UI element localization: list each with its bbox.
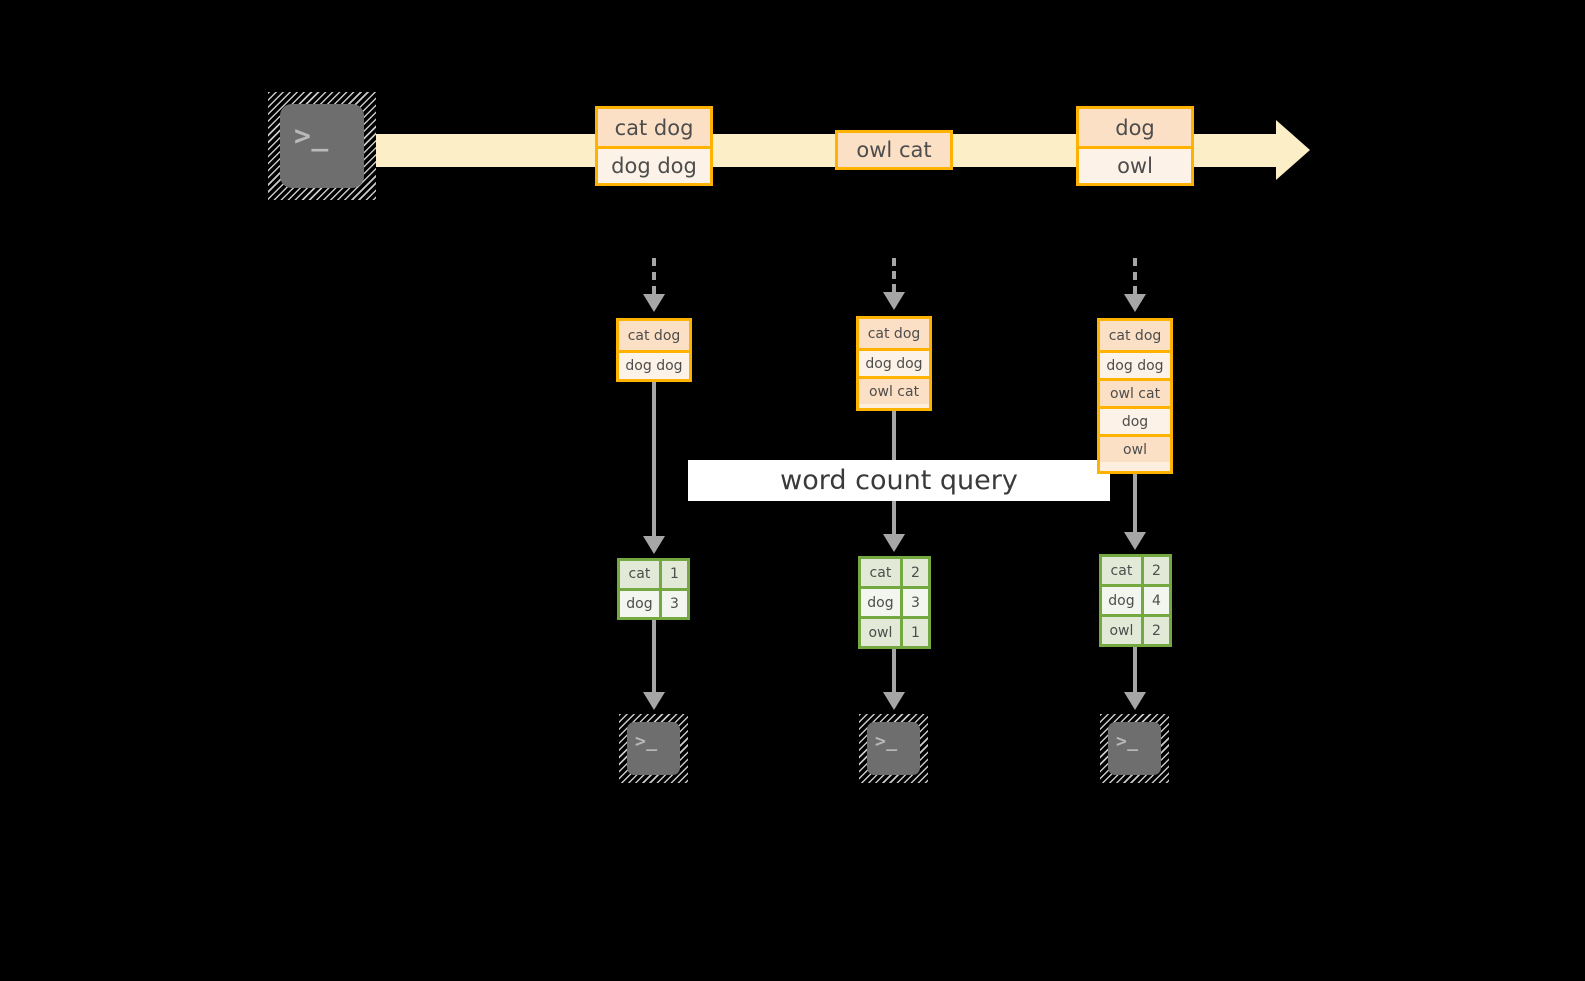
- accumulated-line: dog: [1100, 406, 1170, 434]
- snapshot-3-query-arrowhead: [1124, 532, 1146, 550]
- snapshot-3-query-connector: [1133, 474, 1137, 532]
- result-count: 4: [1140, 587, 1169, 614]
- stream-record-1[interactable]: cat dog dog dog: [595, 106, 713, 186]
- accumulated-line: owl: [1100, 434, 1170, 462]
- accumulated-line: dog dog: [619, 350, 689, 379]
- snapshot-1-result-table[interactable]: cat 1 dog 3: [617, 558, 690, 620]
- snapshot-1-dashed-connector: [652, 258, 656, 294]
- accumulated-line: cat dog: [619, 321, 689, 350]
- result-word: cat: [861, 559, 900, 586]
- snapshot-1-sink-terminal-icon[interactable]: >_: [619, 714, 688, 783]
- snapshot-2-dashed-arrowhead: [883, 292, 905, 310]
- stream-record-line: owl cat: [838, 133, 950, 167]
- snapshot-1-query-connector: [652, 382, 656, 536]
- terminal-prompt-icon: >_: [635, 731, 658, 752]
- snapshot-2-sink-connector: [892, 649, 896, 692]
- snapshot-2-result-table[interactable]: cat 2 dog 3 owl 1: [858, 556, 931, 649]
- query-label-text: word count query: [780, 465, 1018, 496]
- result-count: 1: [658, 561, 687, 588]
- stream-arrow-head: [1276, 120, 1310, 180]
- result-row: owl 1: [861, 616, 928, 646]
- snapshot-3-result-table[interactable]: cat 2 dog 4 owl 2: [1099, 554, 1172, 647]
- stream-record-line: dog: [1079, 109, 1191, 146]
- result-word: dog: [1102, 587, 1141, 614]
- snapshot-3-sink-connector: [1133, 647, 1137, 692]
- result-count: 2: [1140, 557, 1169, 584]
- source-terminal-icon[interactable]: >_: [268, 92, 376, 200]
- accumulated-line: cat dog: [1100, 321, 1170, 350]
- result-count: 2: [1140, 617, 1169, 644]
- terminal-prompt-icon: >_: [875, 731, 898, 752]
- result-count: 3: [658, 590, 687, 617]
- accumulated-line: cat dog: [859, 319, 929, 348]
- snapshot-2-query-arrowhead: [883, 534, 905, 552]
- result-word: cat: [620, 561, 659, 588]
- terminal-prompt-icon: >_: [294, 119, 329, 152]
- snapshot-1-accumulated-records[interactable]: cat dog dog dog: [616, 318, 692, 382]
- query-label-band: word count query: [688, 460, 1110, 501]
- snapshot-3-accumulated-records[interactable]: cat dog dog dog owl cat dog owl: [1097, 318, 1173, 474]
- accumulated-line: dog dog: [859, 348, 929, 376]
- snapshot-3-sink-terminal-icon[interactable]: >_: [1100, 714, 1169, 783]
- result-count: 2: [899, 559, 928, 586]
- result-row: owl 2: [1102, 614, 1169, 644]
- snapshot-2-accumulated-records[interactable]: cat dog dog dog owl cat: [856, 316, 932, 411]
- result-row: cat 1: [620, 561, 687, 588]
- snapshot-2-sink-terminal-icon[interactable]: >_: [859, 714, 928, 783]
- result-count: 3: [899, 589, 928, 616]
- terminal-body: [867, 722, 920, 775]
- stream-record-line: owl: [1079, 146, 1191, 183]
- terminal-prompt-icon: >_: [1116, 731, 1139, 752]
- stream-record-line: dog dog: [598, 146, 710, 183]
- snapshot-1-sink-arrowhead: [643, 692, 665, 710]
- stream-record-line: cat dog: [598, 109, 710, 146]
- terminal-body: [627, 722, 680, 775]
- stream-record-3[interactable]: dog owl: [1076, 106, 1194, 186]
- result-word: owl: [861, 619, 900, 646]
- result-word: dog: [861, 589, 900, 616]
- stream-record-2[interactable]: owl cat: [835, 130, 953, 170]
- result-word: dog: [620, 590, 659, 617]
- terminal-body: [280, 104, 364, 188]
- result-row: cat 2: [861, 559, 928, 586]
- accumulated-line: owl cat: [1100, 378, 1170, 406]
- result-word: owl: [1102, 617, 1141, 644]
- snapshot-1-dashed-arrowhead: [643, 294, 665, 312]
- result-row: dog 3: [861, 586, 928, 616]
- snapshot-2-dashed-connector: [892, 258, 896, 292]
- snapshot-3-dashed-arrowhead: [1124, 294, 1146, 312]
- result-count: 1: [899, 619, 928, 646]
- terminal-body: [1108, 722, 1161, 775]
- accumulated-line: owl cat: [859, 376, 929, 404]
- result-row: dog 3: [620, 587, 687, 617]
- snapshot-3-dashed-connector: [1133, 258, 1137, 294]
- accumulated-line: dog dog: [1100, 350, 1170, 378]
- result-row: cat 2: [1102, 557, 1169, 584]
- result-word: cat: [1102, 557, 1141, 584]
- snapshot-1-sink-connector: [652, 620, 656, 692]
- snapshot-2-sink-arrowhead: [883, 692, 905, 710]
- result-row: dog 4: [1102, 584, 1169, 614]
- snapshot-1-query-arrowhead: [643, 536, 665, 554]
- snapshot-3-sink-arrowhead: [1124, 692, 1146, 710]
